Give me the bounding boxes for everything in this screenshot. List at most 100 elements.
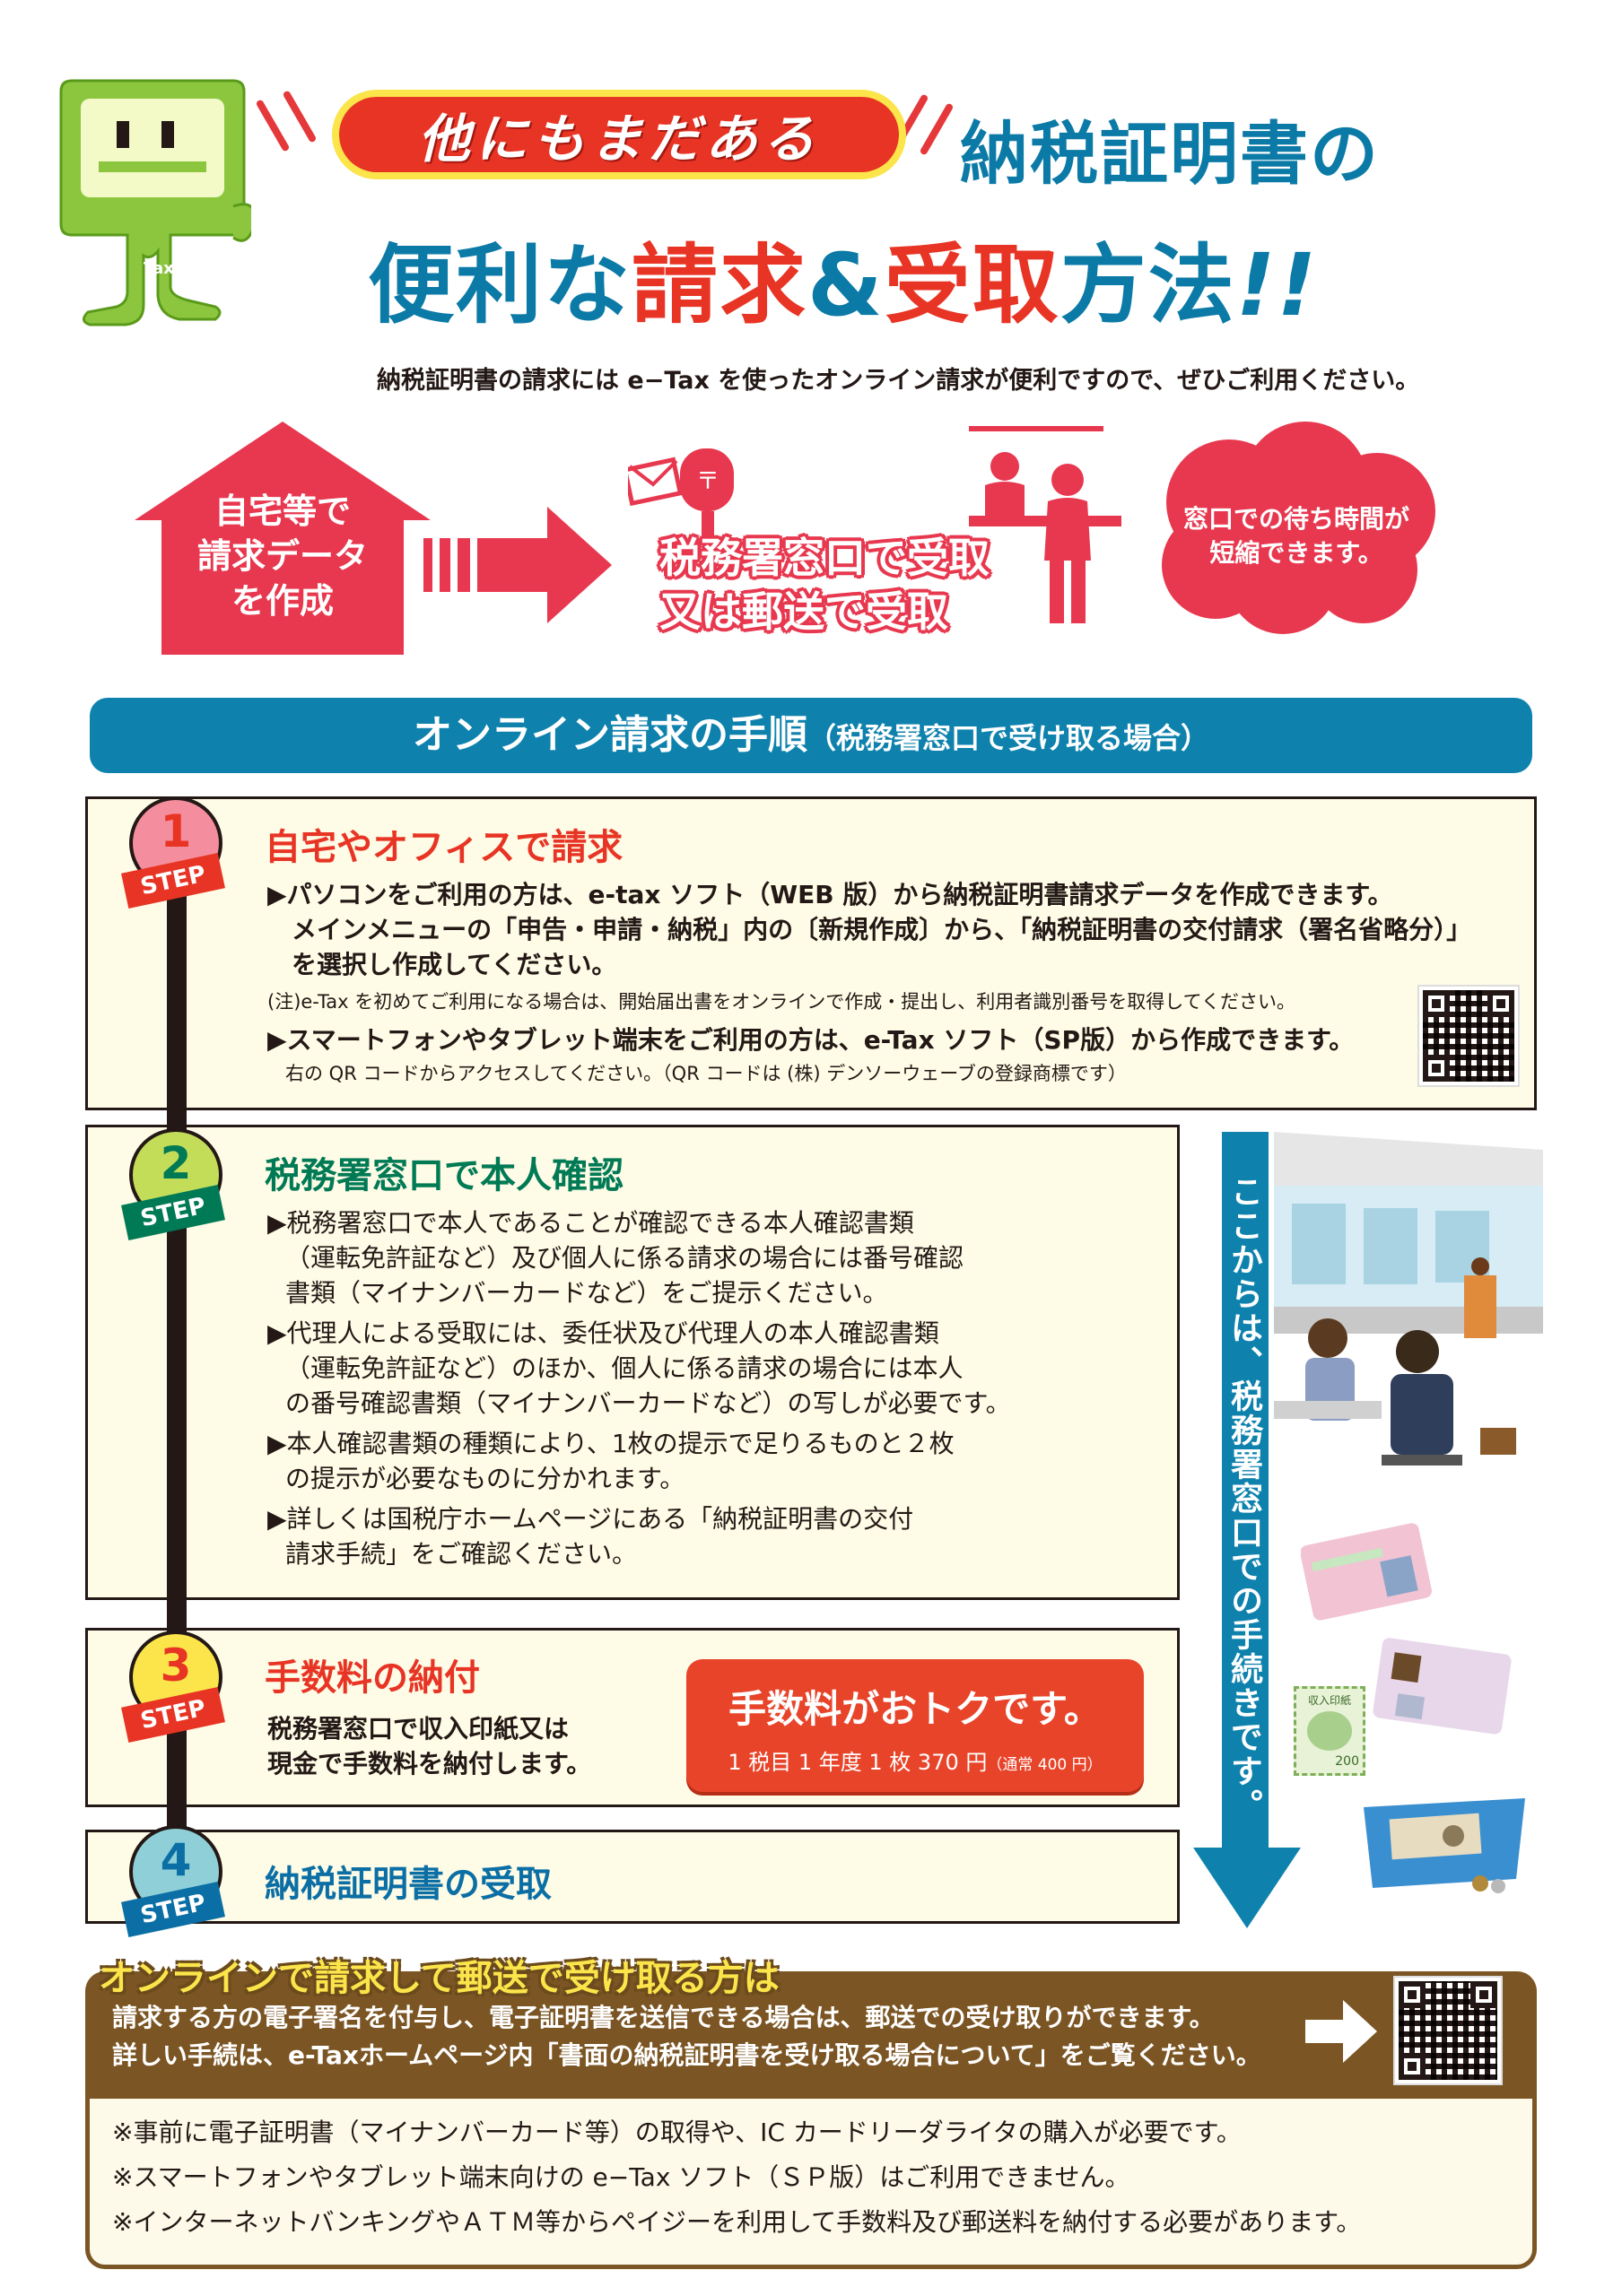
accent-slash [919, 102, 955, 156]
step2-line: ▶詳しくは国税庁ホームページにある「納税証明書の交付 [267, 1504, 914, 1534]
receive-method-line: 又は郵送で受取 [659, 587, 948, 636]
step1-number: 1 [160, 805, 192, 857]
mail-receipt-heading: オンラインで請求して郵送で受け取る方は [99, 1958, 780, 1999]
accent-slash [255, 99, 291, 152]
step2-line: （運転免許証など）及び個人に係る請求の場合には番号確認 [285, 1243, 964, 1273]
title-word-receive: 受取 [884, 235, 1060, 335]
house-icon [135, 422, 431, 655]
procedure-banner-subtitle: （税務署窓口で受け取る場合） [807, 721, 1209, 755]
counter-procedure-text: ここからは、税務署窓口での手続きです。 [1225, 1175, 1262, 1822]
fee-discount-title: 手数料がおトクです。 [728, 1687, 1102, 1731]
qr-finder-icon [1423, 1055, 1450, 1082]
cloud-text: 窓口での待ち時間が 短縮できます。 [1157, 502, 1435, 570]
step1-smartphone-text: ▶スマートフォンやタブレット端末をご利用の方は、e-Tax ソフト（SP版）から… [267, 1025, 1355, 1055]
mynumber-card-icon [1373, 1638, 1512, 1735]
title-exclamation: !! [1235, 235, 1319, 335]
mail-receipt-section [85, 1971, 1537, 2115]
svg-text:〒: 〒 [696, 468, 719, 495]
step2-title: 税務署窓口で本人確認 [265, 1155, 624, 1196]
etax-mascot-icon: Tax [59, 79, 251, 326]
step4-number: 4 [160, 1834, 192, 1886]
right-arrow-icon [1305, 2000, 1377, 2063]
title-word-request: 請求 [632, 235, 807, 335]
step2-number: 2 [160, 1137, 192, 1189]
procedure-banner-title: オンライン請求の手順 [412, 712, 807, 758]
step2-line: ▶税務署窓口で本人であることが確認できる本人確認書類 [267, 1208, 914, 1238]
counter-staff-icon [969, 426, 1121, 623]
tax-office-counter-illustration [1274, 1132, 1543, 1509]
step4-badge: 4 STEP [115, 1825, 249, 1951]
headline-pill-text: 他にもまだある [339, 97, 899, 172]
down-arrow-icon [1193, 1848, 1301, 1928]
house-text-line: 請求データ [196, 536, 368, 576]
revenue-stamp-icon: 収入印紙 200 [1294, 1686, 1365, 1776]
mail-notes-box [85, 2099, 1537, 2269]
mail-receipt-line: 詳しい手続は、e-Taxホームページ内「書面の納税証明書を受け取る場合について」… [112, 2040, 1261, 2070]
step2-line: ▶本人確認書類の種類により、1枚の提示で足りるものと２枚 [267, 1429, 955, 1458]
step3-title: 手数料の納付 [265, 1657, 480, 1699]
qr-finder-icon [1399, 1981, 1426, 2008]
page-title-line2: 便利な請求&受取方法!! [368, 215, 1318, 340]
step3-badge: 3 STEP [115, 1631, 249, 1756]
fee-detail: 1 税目 1 年度 1 枚 370 円（通常 400 円） [686, 1744, 1144, 1776]
cash-tray-icon [1364, 1798, 1525, 1893]
fee-detail-normal: （通常 400 円） [987, 1756, 1103, 1774]
title-word-convenient: 便利な [368, 235, 632, 335]
qr-finder-icon [1487, 990, 1514, 1017]
house-text: 自宅等で 請求データ を作成 [135, 489, 431, 623]
speech-cloud-icon [1162, 422, 1435, 634]
step2-line: 書類（マイナンバーカードなど）をご提示ください。 [285, 1278, 888, 1308]
step2-badge: 2 STEP [115, 1128, 249, 1254]
fee-discount-badge: 手数料がおトクです。 1 税目 1 年度 1 枚 370 円（通常 400 円） [686, 1659, 1144, 1792]
house-text-line: 自宅等で [214, 491, 351, 531]
step1-badge: 1 STEP [115, 796, 249, 922]
step1-note: (注)e-Tax を初めてご利用になる場合は、開始届出書をオンラインで作成・提出… [267, 991, 1296, 1013]
step3-line: 税務署窓口で収入印紙又は [267, 1714, 570, 1744]
flow-arrow-icon [423, 507, 612, 623]
step2-line: （運転免許証など）のほか、個人に係る請求の場合には本人 [285, 1353, 964, 1383]
counter-procedure-arrow [1222, 1132, 1269, 1860]
mascot-label: Tax [144, 259, 174, 278]
step4-box [85, 1830, 1180, 1924]
step1-line: メインメニューの「申告・申請・納税」内の〔新規作成〕から、「納税証明書の交付請求… [292, 915, 1472, 944]
house-text-line: を作成 [231, 581, 334, 621]
stamp-emblem-icon [1307, 1711, 1352, 1751]
title-word-method: 方法 [1060, 235, 1236, 335]
mail-note: ※スマートフォンやタブレット端末向けの e−Tax ソフト（ＳＰ版）はご利用でき… [112, 2162, 1130, 2192]
step2-line: 請求手続」をご確認ください。 [285, 1539, 638, 1569]
step2-line: の番号確認書類（マイナンバーカードなど）の写しが必要です。 [285, 1388, 1011, 1418]
step1-box [85, 796, 1537, 1110]
headline-pill: 他にもまだある [332, 90, 906, 179]
step2-line: の提示が必要なものに分かれます。 [285, 1464, 685, 1493]
id-card-icon [1301, 1523, 1432, 1621]
accent-slash [282, 90, 318, 144]
qr-finder-icon [1423, 990, 1450, 1017]
step3-number: 3 [160, 1639, 192, 1692]
step1-qr-note: 右の QR コードからアクセスしてください。（QR コードは (株) デンソーウ… [285, 1063, 1127, 1084]
receive-method-line: 税務署窓口で受取 [659, 534, 990, 582]
title-ampersand: & [807, 235, 885, 335]
qr-finder-icon [1399, 2053, 1426, 2080]
stamp-label: 収入印紙 [1307, 1694, 1351, 1707]
step1-title: 自宅やオフィスで請求 [265, 827, 624, 868]
mail-note: ※事前に電子証明書（マイナンバーカード等）の取得や、IC カードリーダライタの購… [112, 2118, 1242, 2147]
page-title-line1: 納税証明書の [960, 114, 1380, 194]
mailbox-icon: 〒 [628, 448, 734, 538]
cloud-text-line: 短縮できます。 [1209, 538, 1383, 568]
stamp-value: 200 [1335, 1754, 1359, 1769]
qr-code-etax-sp-icon[interactable] [1417, 985, 1520, 1087]
receive-method-text: 税務署窓口で受取 又は郵送で受取 [659, 531, 990, 639]
mail-note: ※インターネットバンキングやＡＴＭ等からペイジーを利用して手数料及び郵送料を納付… [112, 2207, 1362, 2237]
step1-line: を選択し作成してください。 [292, 950, 617, 979]
qr-finder-icon [1470, 1981, 1497, 2008]
mail-receipt-line: 請求する方の電子署名を付与し、電子証明書を送信できる場合は、郵送での受け取りがで… [112, 2003, 1215, 2032]
step3-line: 現金で手数料を納付します。 [267, 1749, 592, 1779]
step2-line: ▶代理人による受取には、委任状及び代理人の本人確認書類 [267, 1318, 939, 1348]
qr-code-etax-mail-icon[interactable] [1393, 1976, 1503, 2085]
step4-title: 納税証明書の受取 [265, 1864, 552, 1905]
cloud-text-line: 窓口での待ち時間が [1182, 504, 1409, 534]
step1-line: ▶パソコンをご利用の方は、e-tax ソフト（WEB 版）から納税証明書請求デー… [267, 880, 1393, 909]
step2-box [85, 1125, 1180, 1600]
intro-text: 納税証明書の請求には e−Tax を使ったオンライン請求が便利ですので、ぜひご利… [377, 367, 1420, 395]
fee-detail-price: 1 税目 1 年度 1 枚 370 円 [728, 1750, 988, 1775]
